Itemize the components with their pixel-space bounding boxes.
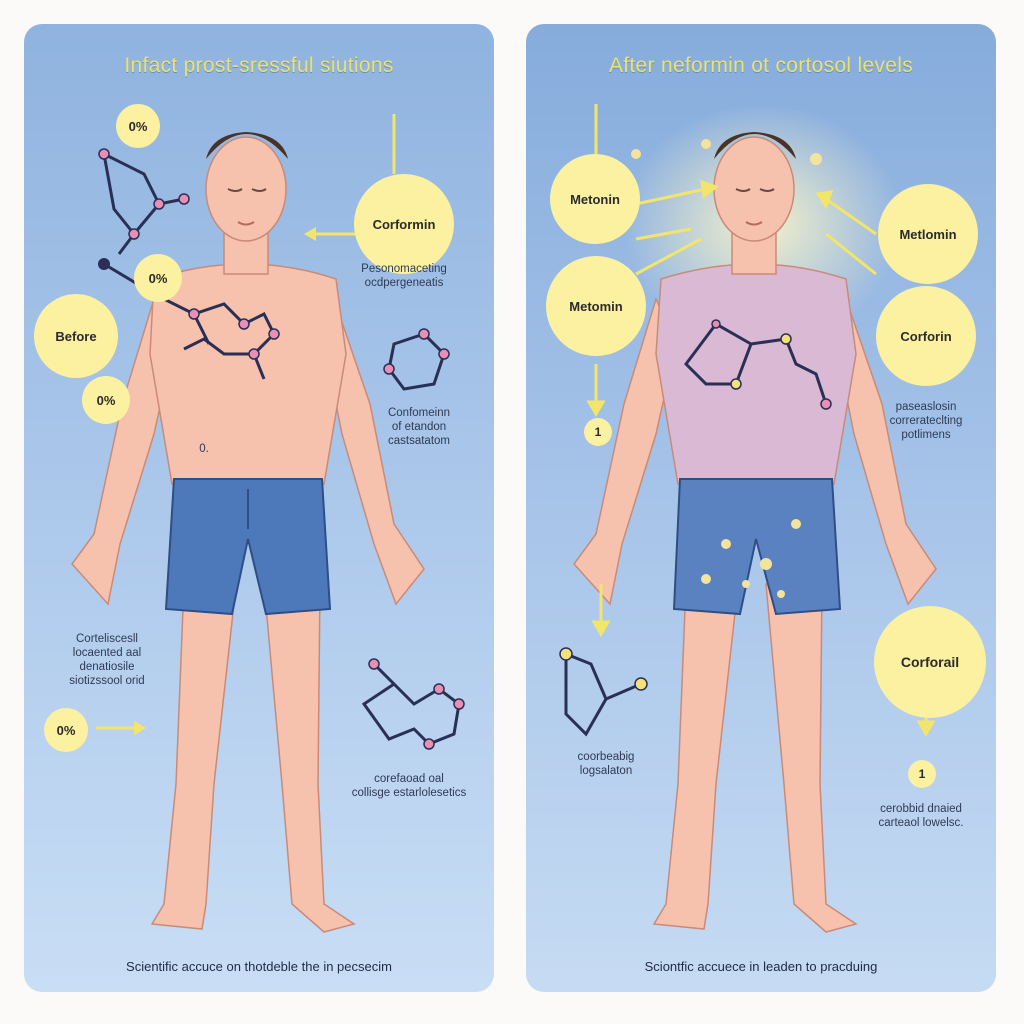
before-panel-title: Infact prost-sressful siutions xyxy=(124,54,394,77)
after-panel-title: After neformin ot cortosol levels xyxy=(608,54,914,77)
arrow-right-bottom-badge xyxy=(96,721,146,735)
label-mid-right: Confomeinn of etandon castsatatom xyxy=(387,407,450,447)
label-lower-left: Corteliscesll locaented aal denatiosile … xyxy=(69,633,145,687)
molecule-bottom-right xyxy=(361,658,465,750)
molecule-bottom-left-after xyxy=(559,647,648,737)
badge-top-pct: 0% xyxy=(116,104,160,148)
label-lower-right-after: cerobbid dnaied carteaol lowelsc. xyxy=(878,803,964,829)
badge-step-one: 1 xyxy=(584,418,612,446)
badge-step-two: 1 xyxy=(908,760,936,788)
badge-mid-pct: 0% xyxy=(134,254,182,302)
label-mid-right-after: paseaslosin correrateclting potlimens xyxy=(889,401,963,441)
badge-metformin-left: Metomin xyxy=(546,256,646,356)
badge-corforail: Corforail xyxy=(874,606,986,718)
before-panel-footer: Scientific accuce on thotdeble the in pe… xyxy=(126,959,392,974)
label-upper-right: Pesonomaceting ocdpergeneatis xyxy=(361,263,447,289)
badge-cortomin: Corformin xyxy=(354,174,454,274)
badge-metformin-top-left: Metonin xyxy=(550,154,640,244)
label-lower-left-after: coorbeabig logsalaton xyxy=(577,751,635,777)
after-panel: After neformin ot cortosol levels xyxy=(526,24,996,992)
label-torso-mark: 0. xyxy=(199,443,209,455)
badge-bottom-pct: 0% xyxy=(44,708,88,752)
badge-metformin-right: Metlomin xyxy=(878,184,978,284)
molecule-chest-after xyxy=(684,319,832,410)
badge-corformin: Corforin xyxy=(876,286,976,386)
badge-before: Before xyxy=(34,294,118,378)
after-panel-footer: Sciontfic accuece in leaden to pracduing xyxy=(644,959,878,974)
molecule-top-left xyxy=(98,148,190,255)
before-panel: Infact prost-sressful siutions xyxy=(24,24,494,992)
person-figure-before xyxy=(71,132,425,933)
molecule-right-hexagon xyxy=(383,328,450,391)
person-figure-after xyxy=(573,132,937,933)
arrow-down-to-cortomin xyxy=(392,114,396,174)
molecule-chest xyxy=(98,258,280,380)
badge-low-pct: 0% xyxy=(82,376,130,424)
label-lower-right: corefaoad oal collisge estarlolesetics xyxy=(351,773,467,799)
